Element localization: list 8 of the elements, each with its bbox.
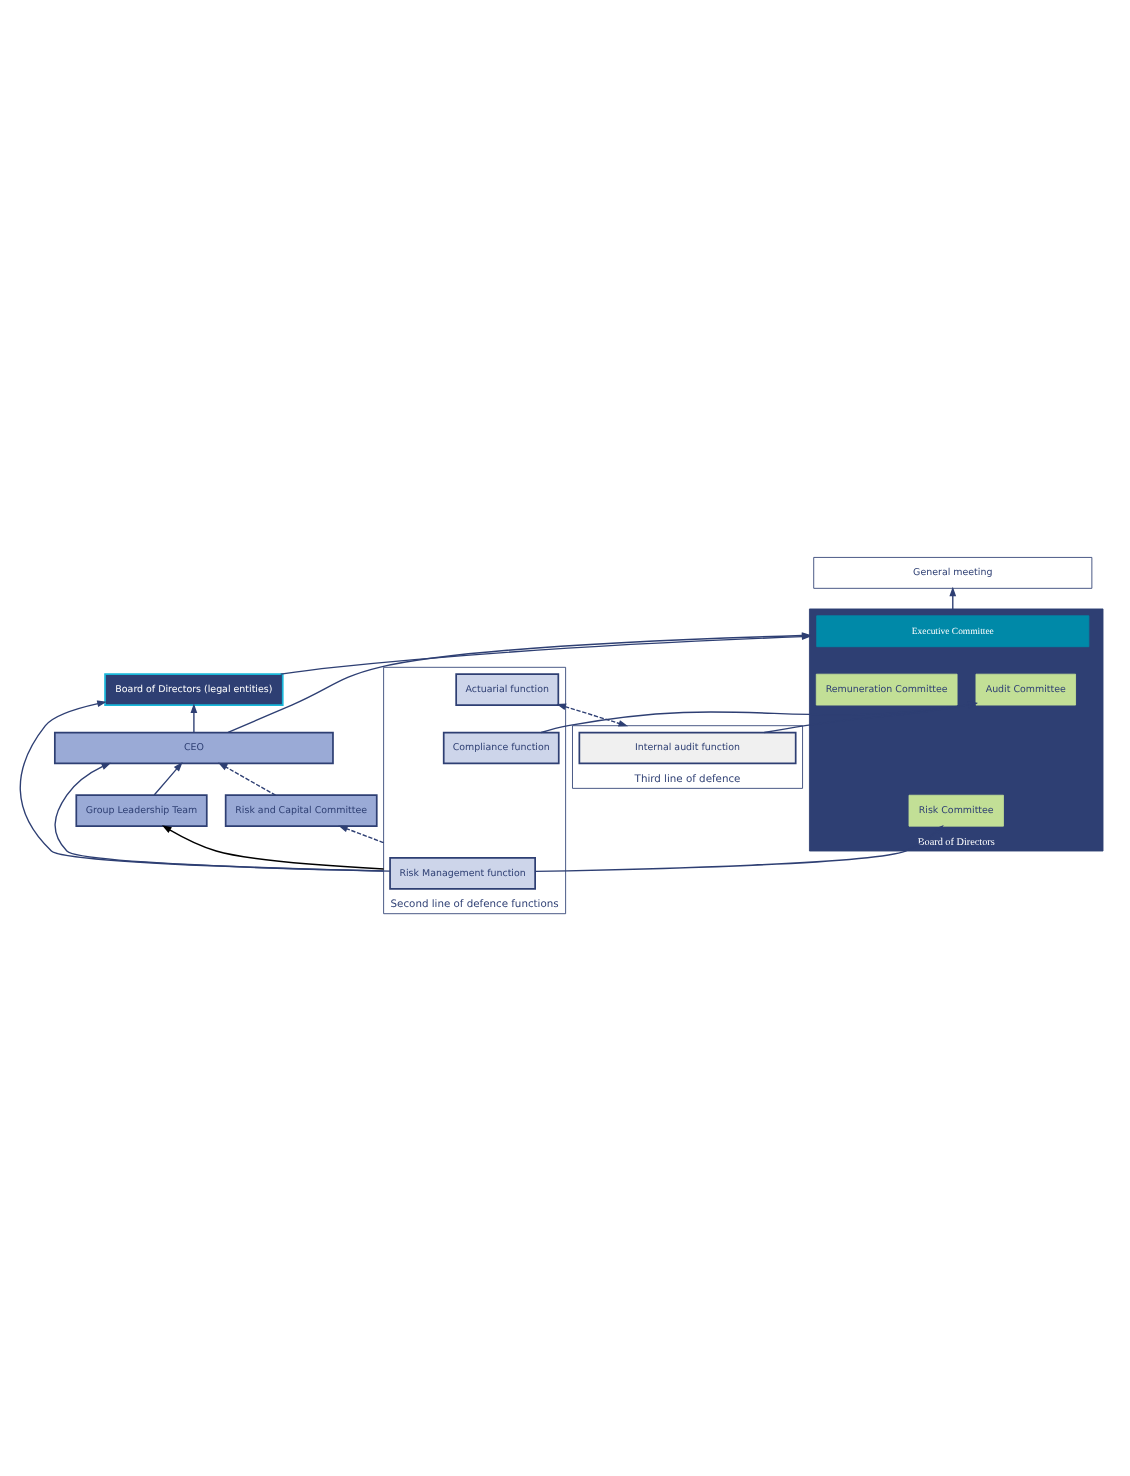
- arrow: [161, 824, 385, 869]
- arrow: [54, 761, 385, 871]
- arrow: [190, 702, 198, 732]
- arrow: [153, 760, 183, 795]
- arrow: [556, 702, 629, 726]
- arrow: [217, 761, 277, 795]
- arrow: [338, 824, 385, 843]
- arrow: [19, 699, 391, 871]
